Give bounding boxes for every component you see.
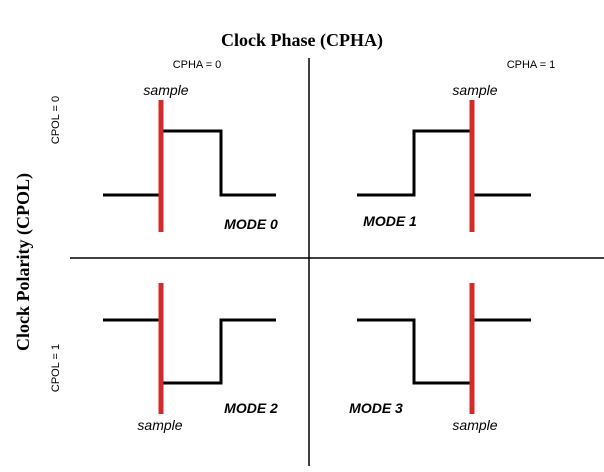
cpha-1-label: CPHA = 1 bbox=[507, 59, 556, 71]
mode-1-clock-waveform bbox=[357, 129, 531, 197]
cpha-0-label: CPHA = 0 bbox=[173, 59, 222, 71]
mode-0-panel: sample MODE 0 bbox=[103, 82, 278, 232]
mode-2-sample-label: sample bbox=[137, 417, 182, 433]
diagram-title: Clock Phase (CPHA) bbox=[221, 30, 383, 51]
mode-2-clock-waveform bbox=[103, 318, 276, 385]
mode-0-label: MODE 0 bbox=[224, 216, 278, 232]
mode-3-panel: sample MODE 3 bbox=[349, 283, 531, 433]
mode-3-label: MODE 3 bbox=[349, 400, 403, 416]
mode-2-label: MODE 2 bbox=[224, 400, 278, 416]
cpol-1-label: CPOL = 1 bbox=[50, 344, 62, 392]
mode-2-panel: sample MODE 2 bbox=[103, 283, 278, 433]
left-axis-title: Clock Polarity (CPOL) bbox=[13, 173, 34, 351]
mode-0-clock-waveform bbox=[103, 129, 276, 197]
mode-1-sample-label: sample bbox=[452, 82, 497, 98]
mode-1-label: MODE 1 bbox=[363, 213, 417, 229]
mode-1-panel: sample MODE 1 bbox=[357, 82, 531, 232]
cpol-0-label: CPOL = 0 bbox=[50, 96, 62, 144]
mode-3-clock-waveform bbox=[357, 318, 531, 385]
mode-3-sample-label: sample bbox=[452, 417, 497, 433]
mode-0-sample-label: sample bbox=[143, 82, 188, 98]
